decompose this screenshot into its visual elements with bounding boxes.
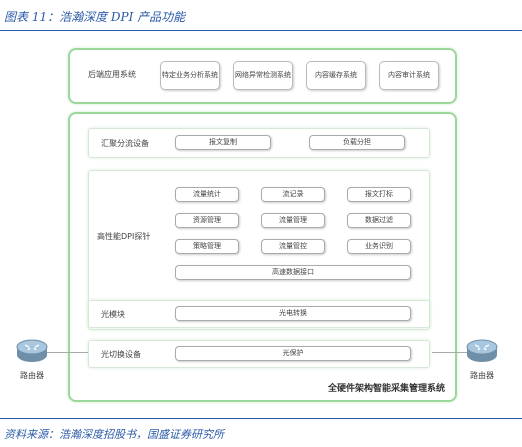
optical-switch-title: 光切换设备 [101,350,141,359]
dpi-item-packet-tagging: 报文打标 [347,187,411,202]
figure-caption: 图表 11：浩瀚深度 DPI 产品功能 [4,10,186,24]
dpi-item-data-filter: 数据过滤 [347,213,411,228]
source-note: 资料来源：浩瀚深度招股书，国盛证券研究所 [4,428,224,441]
dpi-item-resource-mgmt: 资源管理 [175,213,239,228]
optical-switch-item-protection: 光保护 [175,346,411,361]
bottom-rule [0,418,522,419]
aggregation-item-packet-copy: 报文复制 [175,135,271,150]
link-right [432,352,478,353]
router-icon [16,339,48,362]
link-left [44,352,88,353]
dpi-item-flow-record: 流记录 [261,187,325,202]
router-icon [466,339,498,362]
router-left-label: 路由器 [20,371,44,380]
backend-item-business-analysis: 特定业务分析系统 [160,61,220,90]
dpi-item-traffic-control: 流量管控 [261,239,325,254]
backend-item-content-cache: 内容缓存系统 [306,61,366,90]
router-right-label: 路由器 [470,371,494,380]
aggregation-section: 汇聚分流设备 报文复制 负载分担 [88,128,430,158]
system-label: 全硬件架构智能采集管理系统 [327,384,445,394]
aggregation-title: 汇聚分流设备 [101,139,149,148]
dpi-item-traffic-stats: 流量统计 [175,187,239,202]
backend-item-content-audit: 内容审计系统 [379,61,439,90]
dpi-item-traffic-mgmt: 流量管理 [261,213,325,228]
aggregation-item-load-balance: 负载分担 [309,135,405,150]
optical-module-section: 光模块 光电转换 [88,300,430,328]
router-right: 路由器 [462,338,502,381]
dpi-title: 高性能DPI探针 [97,232,151,241]
backend-panel: 后端应用系统 特定业务分析系统 网络异常检测系统 内容缓存系统 内容审计系统 [68,48,457,104]
router-left: 路由器 [12,338,52,381]
backend-title: 后端应用系统 [88,70,136,79]
top-rule [0,30,522,31]
optical-module-item-conversion: 光电转换 [175,306,411,321]
hardware-system-panel: 汇聚分流设备 报文复制 负载分担 高性能DPI探针 流量统计 流记录 报文打标 … [68,112,457,402]
dpi-high-speed-interface: 高速数据接口 [175,265,411,280]
dpi-item-policy-mgmt: 策略管理 [175,239,239,254]
dpi-item-service-ident: 业务识别 [347,239,411,254]
backend-item-anomaly-detection: 网络异常检测系统 [233,61,293,90]
optical-switch-section: 光切换设备 光保护 [88,340,430,368]
optical-module-title: 光模块 [101,310,125,319]
